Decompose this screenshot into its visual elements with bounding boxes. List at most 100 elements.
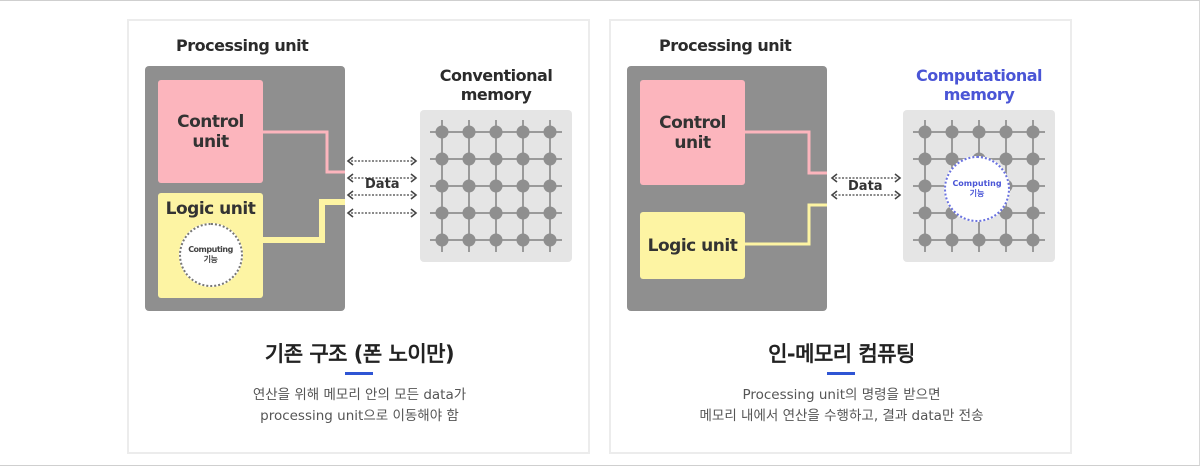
right-description-line-2: 메모리 내에서 연산을 수행하고, 결과 data만 전송 (699, 408, 984, 424)
right-data-arrow-head-left (830, 173, 838, 183)
right-section-title: 인-메모리 컴퓨팅 (768, 342, 915, 366)
right-memory-cell-node (972, 125, 986, 139)
left-memory-cell-node (435, 125, 449, 139)
left-data-label: Data (365, 177, 400, 192)
right-memory-title-line-1: Computational (916, 66, 1043, 85)
left-control-unit-label-2: unit (192, 131, 229, 152)
left-memory-cell-node (543, 125, 557, 139)
left-memory-cell-node (489, 125, 503, 139)
right-memory-cell-node (945, 152, 959, 166)
left-data-arrow-head-left (346, 156, 354, 166)
left-description-line-1: 연산을 위해 메모리 안의 모든 data가 (252, 387, 467, 403)
left-memory-cell-node (516, 233, 530, 247)
left-data-arrow-head-left (346, 190, 354, 200)
left-memory-cell-node (435, 233, 449, 247)
right-computing-label-1: Computing (952, 179, 1002, 188)
left-memory-cell-node (462, 206, 476, 220)
right-logic-wire (744, 203, 827, 246)
left-memory-cell-node (489, 152, 503, 166)
left-memory-cell-node (462, 233, 476, 247)
left-memory-grid (430, 120, 562, 252)
right-memory-cell-node (999, 206, 1013, 220)
left-memory-cell-node (462, 179, 476, 193)
right-computing-circle: Computing 기능 (944, 156, 1010, 222)
right-control-unit-label-1: Control (659, 112, 726, 133)
left-memory-cell-node (462, 152, 476, 166)
left-memory-cell-node (435, 206, 449, 220)
right-memory-cell-node (945, 125, 959, 139)
left-memory-cell-node (489, 179, 503, 193)
right-processing-unit-title: Processing unit (659, 36, 792, 55)
left-logic-unit-label: Logic unit (165, 199, 256, 219)
right-memory-title: Computational memory (903, 66, 1055, 104)
left-data-arrow-head-right (410, 173, 418, 183)
right-memory-cell-node (999, 152, 1013, 166)
right-description-line-1: Processing unit의 명령을 받으면 (742, 387, 941, 403)
left-section-title: 기존 구조 (폰 노이만) (264, 342, 455, 366)
right-logic-unit-label: Logic unit (647, 235, 738, 256)
left-data-arrow-head-left (346, 208, 354, 218)
right-memory-cell-node (945, 233, 959, 247)
right-memory-cell-node (1026, 233, 1040, 247)
left-control-unit: Control unit (158, 80, 263, 183)
left-memory-cell-node (543, 179, 557, 193)
left-memory-cell-node (516, 152, 530, 166)
left-memory-title-line-1: Conventional (439, 66, 553, 85)
left-memory-cell-node (489, 233, 503, 247)
right-control-wire (744, 130, 827, 175)
left-memory-cell-node (435, 152, 449, 166)
right-memory-cell-node (918, 125, 932, 139)
left-computing-label-2: 기능 (203, 255, 218, 264)
left-memory-title-line-2: memory (460, 85, 532, 104)
left-computing-circle: Computing 기능 (178, 223, 243, 287)
left-memory-cell-node (489, 206, 503, 220)
right-data-arrow-head-left (830, 190, 838, 200)
right-memory-cell-node (1026, 125, 1040, 139)
left-logic-unit: Logic unit Computing 기능 (158, 193, 263, 298)
right-control-unit: Control unit (640, 80, 745, 185)
left-control-wire (262, 130, 345, 174)
left-memory-title: Conventional memory (420, 66, 572, 104)
right-memory-cell-node (1026, 152, 1040, 166)
left-memory-cell-node (516, 125, 530, 139)
left-data-arrow-head-left (346, 173, 354, 183)
left-data-arrow-head-right (410, 208, 418, 218)
right-description: Processing unit의 명령을 받으면 메모리 내에서 연산을 수행하… (610, 385, 1073, 427)
right-memory-cell-node (999, 125, 1013, 139)
right-memory-cell-node (1026, 179, 1040, 193)
right-memory-cell-node (918, 206, 932, 220)
left-memory-cell-node (516, 179, 530, 193)
left-data-arrow-head-right (410, 156, 418, 166)
right-memory-cell-node (918, 152, 932, 166)
right-memory-cell-node (972, 233, 986, 247)
left-control-unit-label-1: Control (177, 111, 244, 132)
left-memory-cell-node (543, 233, 557, 247)
right-memory-cell-node (918, 233, 932, 247)
right-data-arrow-head-right (894, 190, 902, 200)
right-control-unit-label-2: unit (674, 132, 711, 153)
right-memory-title-line-2: memory (943, 85, 1015, 104)
right-logic-unit: Logic unit (640, 212, 745, 279)
right-accent-bar (827, 372, 855, 375)
right-computing-label-2: 기능 (969, 189, 985, 198)
left-computing-label-1: Computing (188, 245, 233, 254)
right-data-label: Data (848, 179, 883, 194)
right-data-arrow-head-right (894, 173, 902, 183)
left-data-arrow-head-right (410, 190, 418, 200)
right-memory-cell-node (918, 179, 932, 193)
left-processing-unit-title: Processing unit (176, 36, 309, 55)
left-memory-cell-node (435, 179, 449, 193)
left-description-line-2: processing unit으로 이동해야 함 (260, 408, 459, 424)
left-memory-cell-node (543, 206, 557, 220)
right-memory-cell-node (1026, 206, 1040, 220)
left-memory-cell-node (516, 206, 530, 220)
left-accent-bar (345, 372, 373, 375)
right-memory-cell-node (999, 233, 1013, 247)
left-logic-wire (262, 199, 345, 243)
left-memory-cell-node (543, 152, 557, 166)
left-description: 연산을 위해 메모리 안의 모든 data가 processing unit으로… (128, 385, 591, 427)
